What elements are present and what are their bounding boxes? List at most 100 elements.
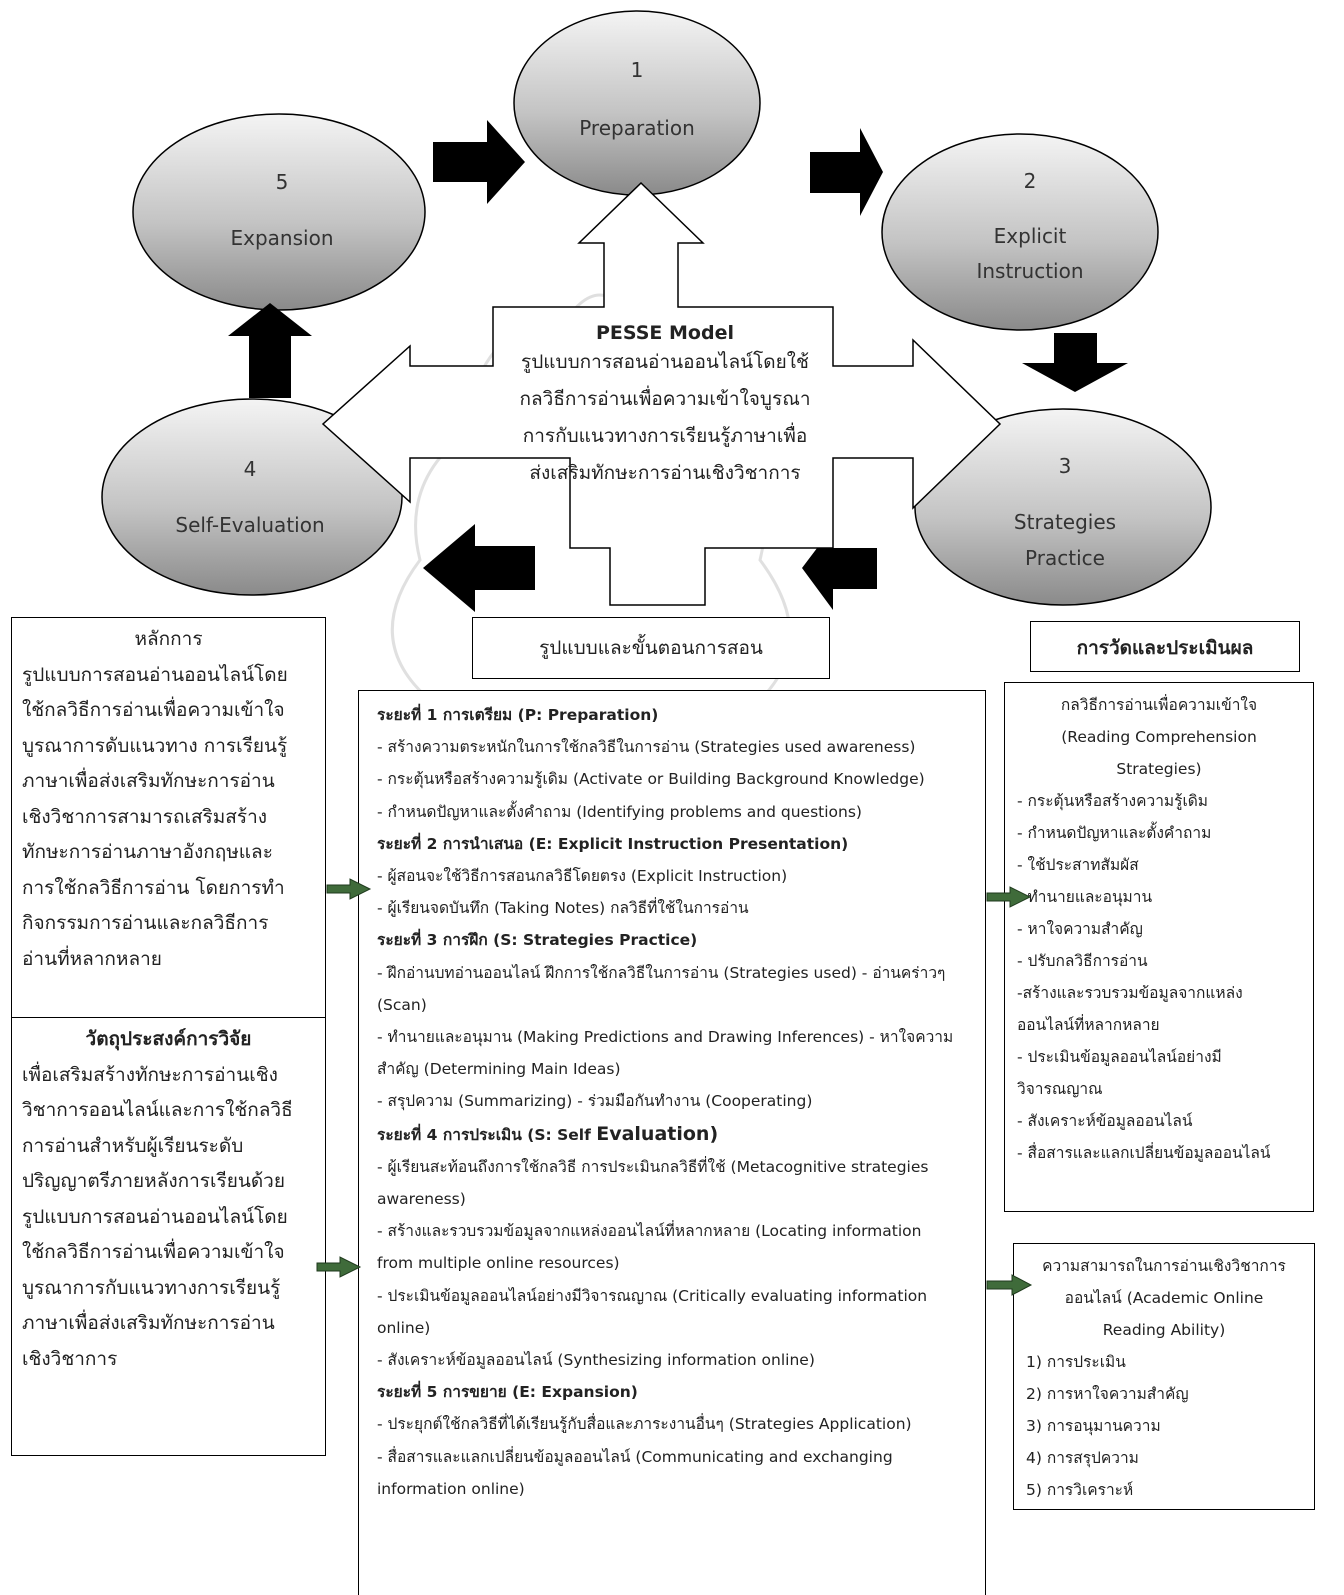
phase-1-item: - สร้างความตระหนักในการใช้กลวิธีในการอ่า…: [377, 738, 916, 757]
evaluation-header: การวัดและประเมินผล: [1076, 637, 1254, 659]
principles-title: หลักการ: [134, 628, 203, 650]
phase-1-title: ระยะที่ 1 การเตรียม (P: Preparation): [377, 706, 659, 724]
strategy-item: - หาใจความสำคัญ: [1017, 920, 1143, 938]
ability-item: 4) การสรุปความ: [1026, 1449, 1139, 1467]
principles-line-4: ภาษาเพื่อส่งเสริมทักษะการอ่าน: [22, 770, 275, 792]
phase-4-item: - ผู้เรียนสะท้อนถึงการใช้กลวิธี การประเม…: [377, 1157, 929, 1176]
phase-4-item: online): [377, 1318, 431, 1337]
phase-4-item: awareness): [377, 1190, 466, 1209]
phase-3-item: - สรุปความ (Summarizing) - ร่วมมือกันทำง…: [377, 1092, 813, 1111]
arrow-center-to-4: [423, 524, 535, 612]
step-1-label: 1 Preparation: [560, 52, 714, 146]
objectives-line-2: วิชาการออนไลน์และการใช้กลวิธี: [22, 1099, 293, 1121]
ability-title-1: ความสามารถในการอ่านเชิงวิชาการ: [1042, 1257, 1286, 1275]
strategies-title-2: (Reading Comprehension: [1061, 728, 1257, 746]
strategy-item: - ประเมินข้อมูลออนไลน์อย่างมี: [1017, 1048, 1222, 1066]
phase-4-title: ระยะที่ 4 การประเมิน (S: Self: [377, 1125, 597, 1144]
phase-4-item: - สร้างและรวบรวมข้อมูลจากแหล่งออนไลน์ที่…: [377, 1222, 922, 1241]
phase-4-title-tail: Evaluation): [596, 1122, 719, 1145]
objectives-box: วัตถุประสงค์การวิจัย เพื่อเสริมสร้างทักษ…: [11, 1017, 326, 1456]
phase-2-item: - ผู้สอนจะใช้วิธีการสอนกลวิธีโดยตรง (Exp…: [377, 867, 788, 886]
strategy-item: -สร้างและรวบรวมข้อมูลจากแหล่ง: [1017, 984, 1243, 1002]
ability-item: 2) การหาใจความสำคัญ: [1026, 1385, 1189, 1403]
ability-item: 1) การประเมิน: [1026, 1353, 1126, 1371]
phase-4-item: from multiple online resources): [377, 1254, 620, 1273]
model-desc-line-2: กลวิธีการอ่านเพื่อความเข้าใจบูรณา: [519, 388, 811, 410]
principles-line-8: กิจกรรมการอ่านและกลวิธีการ: [22, 912, 269, 934]
objectives-line-4: ปริญญาตรีภายหลังการเรียนด้วย: [22, 1170, 285, 1192]
objectives-line-6: ใช้กลวิธีการอ่านเพื่อความเข้าใจ: [22, 1241, 285, 1263]
strategy-item: - กระตุ้นหรือสร้างความรู้เดิม: [1017, 792, 1209, 810]
objectives-line-1: เพื่อเสริมสร้างทักษะการอ่านเชิง: [22, 1063, 278, 1086]
procedure-header: รูปแบบและขั้นตอนการสอน: [539, 637, 763, 659]
step-4-number: 4: [243, 457, 257, 481]
objectives-line-7: บูรณาการกับแนวทางการเรียนรู้: [22, 1276, 281, 1299]
arrow-5-to-1: [433, 120, 525, 204]
step-2-number: 2: [1023, 169, 1037, 193]
phase-1-item: - กระตุ้นหรือสร้างความรู้เดิม (Activate …: [377, 770, 925, 789]
strategies-title-1: กลวิธีการอ่านเพื่อความเข้าใจ: [1060, 696, 1258, 714]
objectives-line-3: การอ่านสำหรับผู้เรียนระดับ: [22, 1134, 244, 1157]
phase-5-item: - ประยุกต์ใช้กลวิธีที่ได้เรียนรู้กับสื่อ…: [377, 1415, 912, 1434]
phase-5-title: ระยะที่ 5 การขยาย (E: Expansion): [377, 1383, 638, 1402]
strategy-item: วิจารณญาณ: [1017, 1080, 1103, 1098]
center-model-text: PESSE Model รูปแบบการสอนอ่านออนไลน์โดยใช…: [495, 322, 835, 492]
phase-3-item: - ฝึกอ่านบทอ่านออนไลน์ ฝึกการใช้กลวิธีใน…: [377, 963, 946, 982]
phase-5-item: information online): [377, 1479, 525, 1498]
step-3-label: 3 Strategies Practice: [985, 448, 1145, 576]
strategy-item: - สังเคราะห์ข้อมูลออนไลน์: [1017, 1112, 1193, 1130]
phase-3-title: ระยะที่ 3 การฝึก (S: Strategies Practice…: [377, 931, 698, 950]
objectives-line-5: รูปแบบการสอนอ่านออนไลน์โดย: [22, 1205, 288, 1228]
phase-4-item: - สังเคราะห์ข้อมูลออนไลน์ (Synthesizing …: [377, 1351, 815, 1370]
strategy-item: - กำหนดปัญหาและตั้งคำถาม: [1017, 824, 1212, 842]
evaluation-header-box: การวัดและประเมินผล: [1030, 621, 1300, 672]
ability-box: ความสามารถในการอ่านเชิงวิชาการ ออนไลน์ (…: [1013, 1243, 1315, 1510]
procedure-box: ระยะที่ 1 การเตรียม (P: Preparation) - ส…: [358, 690, 986, 1595]
ability-item: 3) การอนุมานความ: [1026, 1417, 1161, 1435]
ability-title-2: ออนไลน์ (Academic Online: [1064, 1289, 1264, 1307]
step-4-name: Self-Evaluation: [175, 513, 325, 537]
objectives-line-8: ภาษาเพื่อส่งเสริมทักษะการอ่าน: [22, 1312, 275, 1334]
principles-line-3: บูรณาการดับแนวทาง การเรียนรู้: [22, 734, 288, 757]
step-5-number: 5: [275, 170, 289, 194]
arrow-1-to-2: [810, 128, 883, 216]
step-5-name: Expansion: [230, 226, 334, 250]
model-title: PESSE Model: [596, 322, 734, 344]
step-2-label: 2 Explicit Instruction: [955, 163, 1105, 289]
step-5-ellipse: [132, 113, 426, 311]
principles-line-1: รูปแบบการสอนอ่านออนไลน์โดย: [22, 663, 288, 686]
strategies-box: กลวิธีการอ่านเพื่อความเข้าใจ (Reading Co…: [1004, 682, 1314, 1212]
strategy-item: - ปรับกลวิธีการอ่าน: [1017, 952, 1148, 970]
phase-3-item: (Scan): [377, 995, 427, 1014]
step-5-label: 5 Expansion: [200, 164, 364, 256]
step-4-label: 4 Self-Evaluation: [160, 451, 340, 543]
phase-3-item: - ทำนายและอนุมาน (Making Predictions and…: [377, 1028, 954, 1047]
strategies-title-3: Strategies): [1116, 760, 1202, 778]
principles-line-7: การใช้กลวิธีการอ่าน โดยการทำ: [22, 876, 285, 899]
procedure-header-box: รูปแบบและขั้นตอนการสอน: [472, 617, 830, 679]
principles-line-5: เชิงวิชาการสามารถเสริมสร้าง: [22, 805, 268, 828]
principles-line-9: อ่านที่หลากหลาย: [22, 947, 162, 970]
model-desc-line-3: การกับแนวทางการเรียนรู้ภาษาเพื่อ: [522, 425, 808, 447]
center-cross-arrows: [321, 181, 1002, 606]
step-1-name: Preparation: [579, 116, 695, 140]
phase-4-item: - ประเมินข้อมูลออนไลน์อย่างมีวิจารณญาณ (…: [377, 1286, 928, 1305]
ability-title-3: Reading Ability): [1102, 1321, 1226, 1339]
strategy-item: - ทำนายและอนุมาน: [1017, 888, 1153, 906]
arrow-4-to-5: [228, 303, 312, 398]
model-desc-line-1: รูปแบบการสอนอ่านออนไลน์โดยใช้: [521, 351, 809, 373]
arrow-2-to-3: [1022, 333, 1128, 392]
step-3-name: Strategies Practice: [1013, 510, 1117, 570]
step-2-ellipse: [881, 133, 1159, 331]
step-2-name: Explicit Instruction: [976, 224, 1084, 283]
phase-2-item: - ผู้เรียนจดบันทึก (Taking Notes) กลวิธี…: [377, 899, 749, 918]
step-1-number: 1: [630, 58, 644, 82]
principles-line-6: ทักษะการอ่านภาษาอังกฤษและ: [22, 841, 273, 863]
phase-4-title-row: ระยะที่ 4 การประเมิน (S: Self Evaluation…: [377, 1118, 965, 1151]
objectives-line-9: เชิงวิชาการ: [22, 1347, 118, 1370]
step-4-ellipse: [101, 398, 403, 596]
principles-line-2: ใช้กลวิธีการอ่านเพื่อความเข้าใจ: [22, 699, 285, 721]
step-3-number: 3: [1058, 454, 1072, 478]
ability-item: 5) การวิเคราะห์: [1026, 1481, 1134, 1499]
